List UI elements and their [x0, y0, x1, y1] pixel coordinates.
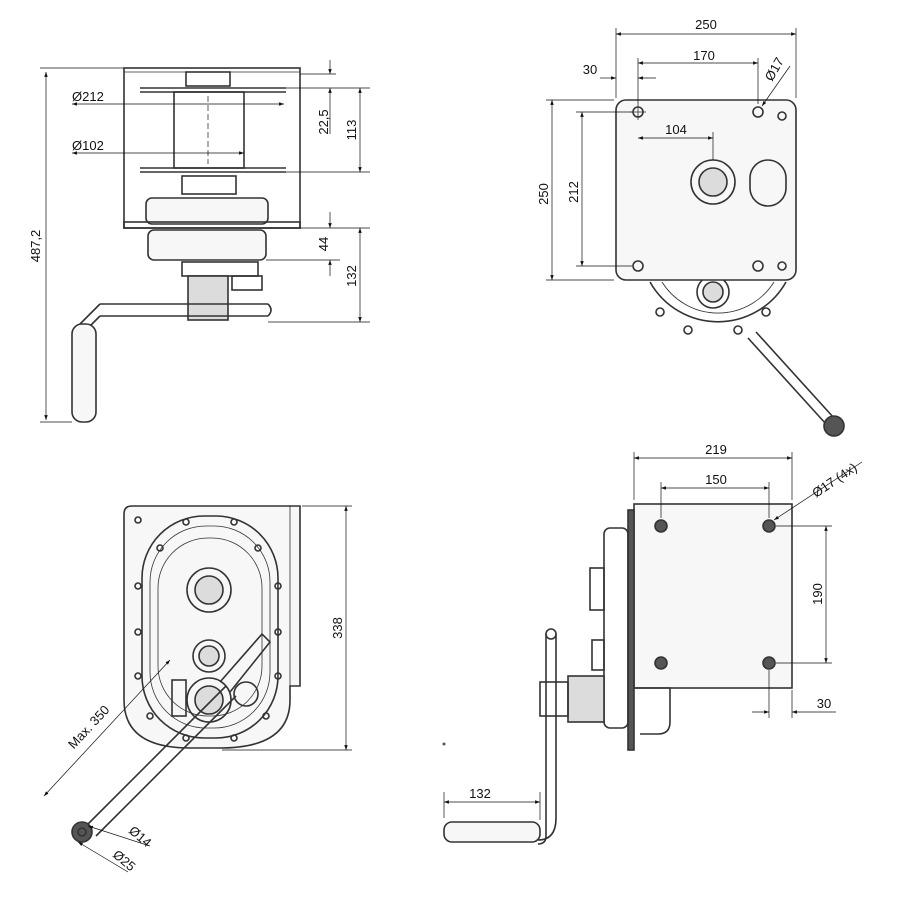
cover-flange-outer — [141, 515, 279, 739]
bottom-crank-arm — [545, 634, 557, 836]
dim-knob-diameter: Ø25 — [110, 847, 138, 874]
drum-cap — [185, 71, 231, 87]
dim-top-vertical-span: 212 — [566, 181, 581, 203]
crank-arm — [100, 303, 272, 317]
dim-bottom-hole-span: 150 — [705, 472, 727, 487]
dim-gear-gap: 44 — [316, 237, 331, 251]
dim-top-hole-span: 170 — [693, 48, 715, 63]
gearbox-cover — [145, 197, 269, 225]
crank-arm-top — [747, 331, 835, 425]
dim-drum-height: 113 — [344, 120, 359, 141]
dim-top-hole-diameter: Ø17 — [762, 55, 787, 84]
front-crank-knob — [71, 821, 93, 843]
bottom-shaft-collar — [567, 675, 605, 723]
crank-handle — [71, 323, 97, 423]
dim-bottom-handle-length: 132 — [469, 786, 491, 801]
dim-bottom-vertical-span: 190 — [810, 583, 825, 605]
dim-offset-a: 22,5 — [316, 109, 331, 134]
dim-overall-height: 487,2 — [28, 230, 43, 263]
bottom-crank-handle — [443, 821, 541, 843]
top-view: 250 170 30 Ø17 104 250 212 — [536, 17, 845, 437]
dim-front-height: 338 — [330, 617, 345, 639]
front-view: 338 Max. 350 Ø14 Ø25 — [43, 505, 352, 874]
dim-top-width: 250 — [695, 17, 717, 32]
dim-handle-offset: 132 — [344, 265, 359, 287]
dim-crank-radius: Max. 350 — [65, 702, 112, 751]
dim-bottom-hole-spec: Ø17 (4x) — [809, 460, 859, 501]
gear-housing-arc — [649, 281, 787, 323]
bottom-view: 219 150 Ø17 (4x) 190 30 132 — [442, 442, 863, 845]
dim-bottom-edge-offset: 30 — [817, 696, 831, 711]
drive-shaft — [187, 275, 229, 321]
dim-grip-diameter: Ø14 — [126, 823, 154, 850]
dim-bottom-width: 219 — [705, 442, 727, 457]
dim-core-diameter: Ø102 — [72, 138, 104, 153]
side-view: 487,2 Ø212 Ø102 22,5 113 44 132 — [28, 60, 370, 423]
drum-core — [173, 91, 245, 169]
crank-knob-top — [823, 415, 845, 437]
dim-top-edge-offset: 30 — [583, 62, 597, 77]
drum-bearing — [186, 567, 232, 613]
dim-top-height: 250 — [536, 183, 551, 205]
dim-top-shaft-offset: 104 — [665, 122, 687, 137]
dim-drum-diameter: Ø212 — [72, 89, 104, 104]
slot-hole — [749, 159, 787, 207]
mounting-flange — [627, 509, 635, 751]
